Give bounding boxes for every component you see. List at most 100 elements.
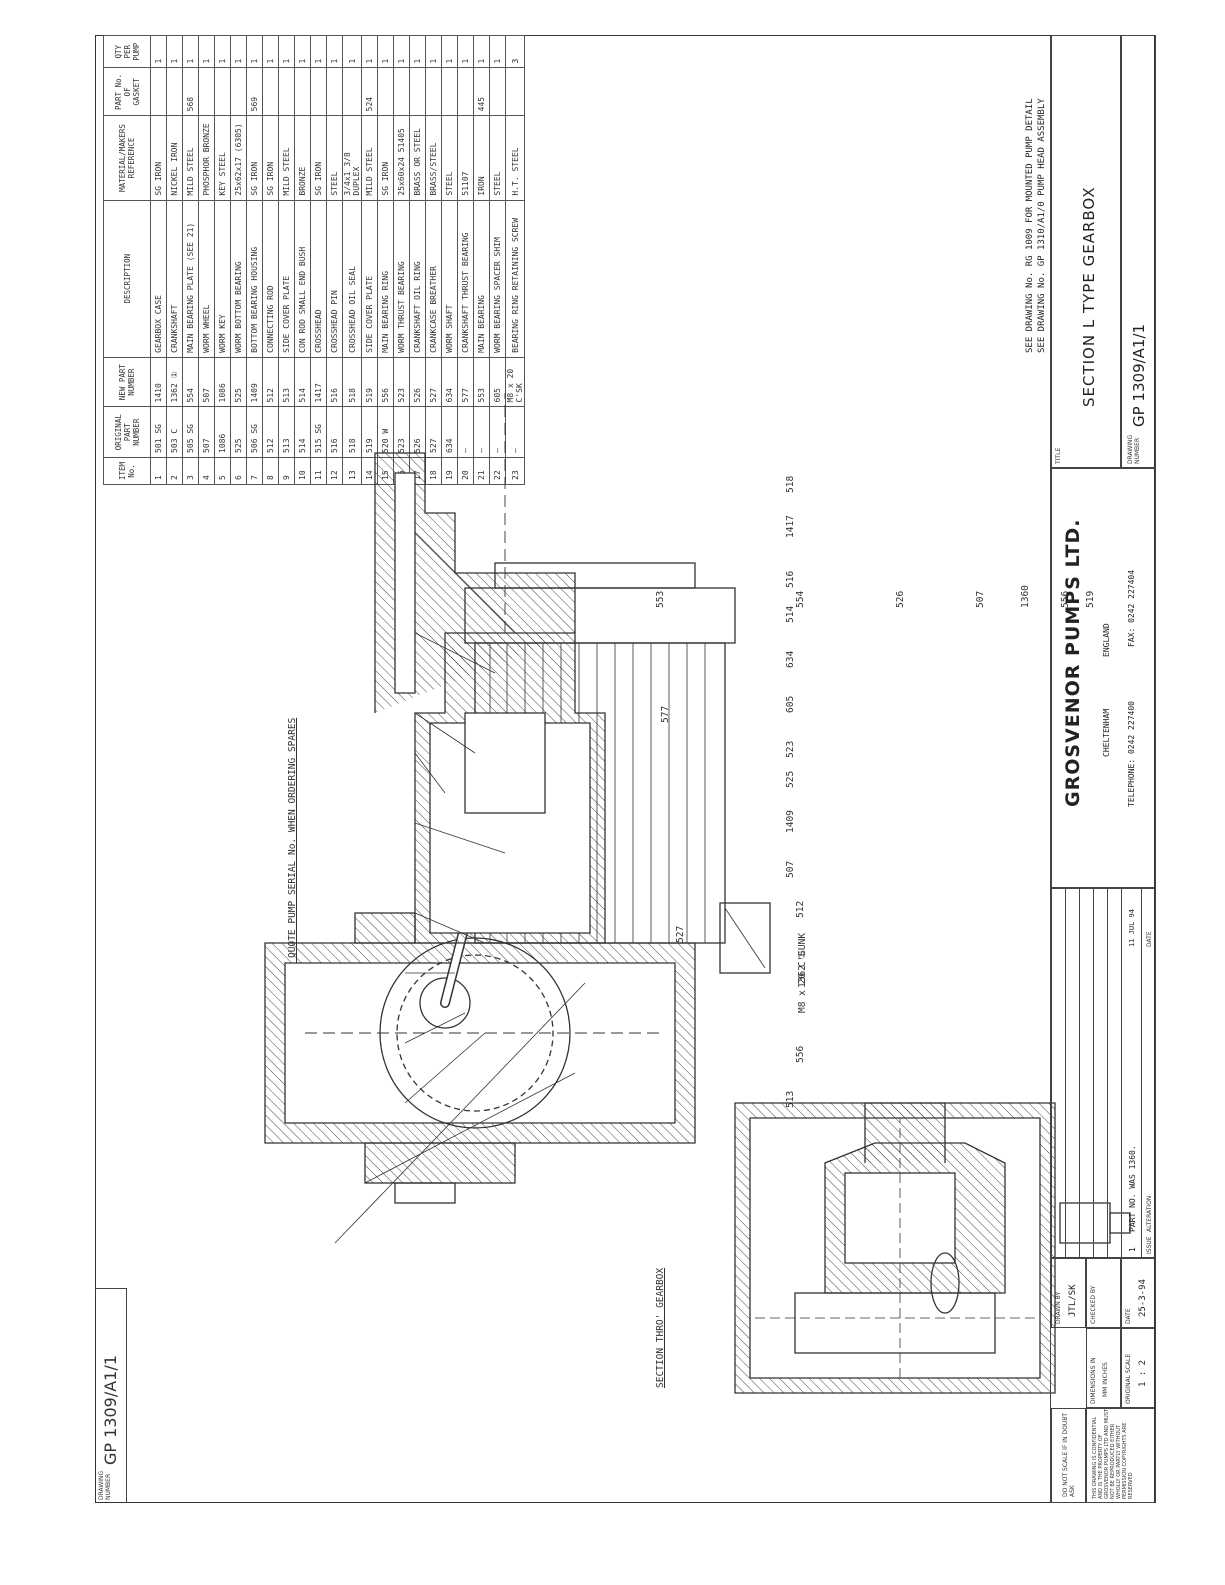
table-cell: STEEL [326,115,343,201]
table-cell: 1 [473,35,490,68]
table-cell [377,68,394,116]
section-callout-label: 1360 [1020,585,1031,608]
table-cell: 568 [182,68,199,116]
table-cell: PHOSPHOR BRONZE [198,115,215,201]
section-gearbox-drawing [734,1102,1131,1394]
drawn-by-caption: DRAWN BY [1055,1291,1062,1324]
table-cell: SG IRON [310,115,327,201]
dimensions-value: MM INCHES [1102,1362,1109,1397]
table-cell: H.T. STEEL [505,115,525,201]
table-cell: 445 [473,68,490,116]
company-fax: FAX: 0242 227404 [1127,569,1136,647]
table-cell [441,68,458,116]
table-cell: 505 SG [182,406,199,458]
date-caption: DATE [1125,1308,1132,1324]
date-value: 25-3-94 [1138,1279,1148,1317]
table-cell: 4 [198,457,215,485]
table-cell [214,68,231,116]
table-cell: MILD STEEL [182,115,199,201]
table-cell [150,68,167,116]
col-header-gasket: PART No. OF GASKET [103,68,151,116]
callout-label: 634 [785,650,796,668]
table-cell: 1 [278,35,295,68]
dimensions-box: DIMENSIONS IN MM INCHES [1086,1328,1121,1408]
table-cell: 51107 [457,115,474,201]
table-cell: MILD STEEL [361,115,378,201]
table-cell: 1 [198,35,215,68]
gearbox-section-drawing [264,393,771,1244]
table-cell: 1086 [214,406,231,458]
table-cell [310,68,327,116]
section-gearbox-label: SECTION THRO' GEARBOX [655,1267,666,1388]
do-not-scale-note: DO NOT SCALE IF IN DOUBT ASK [1062,1413,1076,1497]
original-scale-value: 1 : 2 [1138,1359,1148,1387]
company-town: CHELTENHAM [1102,708,1111,757]
table-cell: CRANKSHAFT [166,200,183,358]
table-cell: 569 [246,68,263,116]
alteration-caption: ALTERATION [1146,1195,1153,1232]
corner-drawing-number-caption: DRAWING NUMBER [98,1470,112,1500]
table-cell: MAIN BEARING PLATE (SEE 21) [182,200,199,358]
table-cell: BOTTOM BEARING HOUSING [246,200,263,358]
table-cell: 1410 [150,357,167,407]
company-block: GROSVENOR PUMPS LTD. CHELTENHAM ENGLAND … [1051,468,1156,888]
table-cell: NICKEL IRON [166,115,183,201]
table-cell [230,68,247,116]
confidential-note: THIS DRAWING IS CONFIDENTIAL AND IS THE … [1092,1409,1134,1499]
see-drawing-note-1: SEE DRAWING No. RG 1009 FOR MOUNTED PUMP… [1025,98,1035,353]
drawing-number-caption: DRAWING NUMBER [1127,434,1141,464]
section-callout-label: 507 [975,590,986,608]
table-cell: 507 [198,357,215,407]
table-cell: 1 [441,35,458,68]
table-cell: WORM WHEEL [198,200,215,358]
callout-label: 605 [785,695,796,713]
table-cell: SG IRON [262,115,279,201]
table-cell [409,68,426,116]
table-cell: 1 [393,35,410,68]
drawn-by-value: JTL/SK [1068,1284,1078,1317]
table-cell: BEARING RING RETAINING SCREW [505,200,525,358]
table-cell [326,68,343,116]
table-cell: 1 [246,35,263,68]
table-cell: SG IRON [150,115,167,201]
table-cell: GEARBOX CASE [150,200,167,358]
table-cell: 3/4x1 3/8 DUPLEX [342,115,362,201]
title-box: TITLE SECTION L TYPE GEARBOX [1051,35,1121,468]
col-header-item: ITEM No. [103,457,151,485]
table-cell: BRONZE [294,115,311,201]
table-cell: WORM KEY [214,200,231,358]
table-cell: CONNECTING ROD [262,200,279,358]
table-cell: 1 [262,35,279,68]
section-callout-label: 577 [660,705,671,723]
checked-by-box: CHECKED BY [1086,1258,1121,1328]
table-cell [198,68,215,116]
callout-label: 1362 ① [797,950,808,988]
company-country: ENGLAND [1102,623,1111,657]
table-cell: CROSSHEAD PIN [326,200,343,358]
table-cell: CROSSHEAD [310,200,327,358]
confidential-box: THIS DRAWING IS CONFIDENTIAL AND IS THE … [1086,1408,1156,1503]
table-cell: 25x60x24 51405 [393,115,410,201]
table-cell: 5 [214,457,231,485]
table-cell: CROSSHEAD OIL SEAL [342,200,362,358]
issue-caption: ISSUE [1146,1236,1153,1254]
table-cell: BRASS OR STEEL [409,115,426,201]
alteration-date-caption: DATE [1146,931,1153,947]
see-drawing-note-2: SEE DRAWING No. GP 1310/A1/0 PUMP HEAD A… [1037,98,1047,353]
section-callout-label: 554 [795,590,806,608]
table-cell: CRANKSHAFT OIL RING [409,200,426,358]
callout-label: 512 [795,900,806,918]
table-cell: CRANKCASE BREATHER [425,200,442,358]
corner-drawing-number-box: DRAWING NUMBER GP 1309/A1/1 [95,1288,127,1503]
drawing-title: SECTION L TYPE GEARBOX [1080,186,1098,407]
company-name: GROSVENOR PUMPS LTD. [1062,518,1084,807]
table-cell: 1 [166,35,183,68]
table-cell [393,68,410,116]
table-cell: 3 [505,35,525,68]
table-cell: 1 [342,35,362,68]
table-cell [278,68,295,116]
table-cell: 3 [182,457,199,485]
